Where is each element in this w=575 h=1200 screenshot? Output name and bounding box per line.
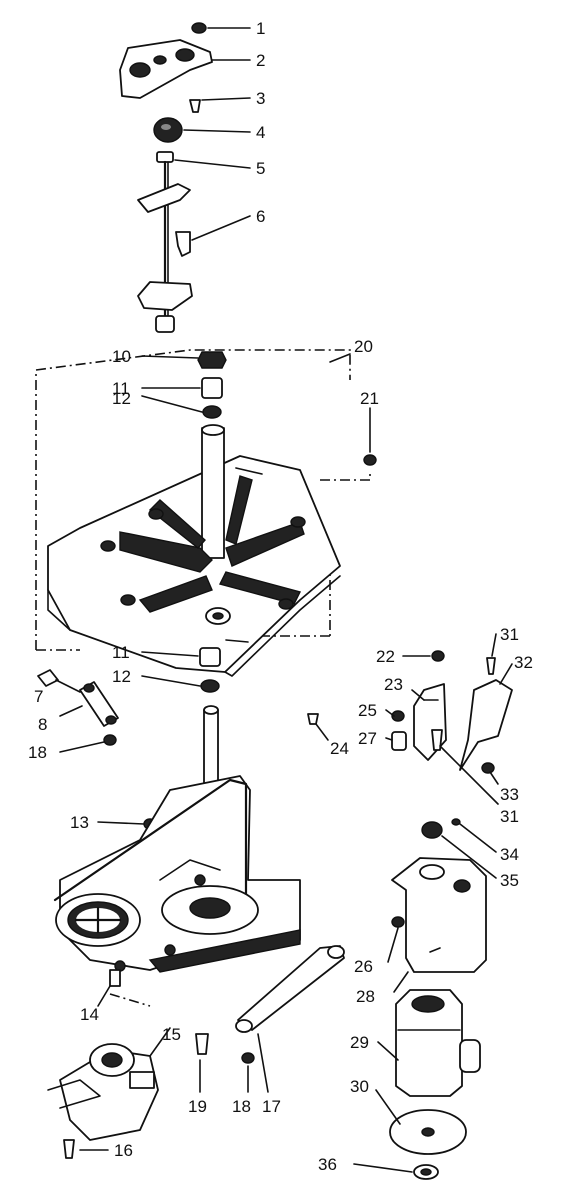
- callout-22: 22: [376, 647, 395, 666]
- callout-32: 32: [514, 653, 533, 672]
- part-16-screw: [63, 1139, 75, 1159]
- callout-23: 23: [384, 675, 403, 694]
- part-18b-nut: [241, 1052, 255, 1064]
- part-22-nut: [431, 650, 445, 662]
- part-19-screw: [195, 1033, 209, 1055]
- callout-28: 28: [356, 987, 375, 1006]
- part-32-bracket: [459, 679, 513, 771]
- callout-36: 36: [318, 1155, 337, 1174]
- callout-12a: 12: [112, 389, 131, 408]
- part-33-nut: [481, 762, 495, 774]
- callout-18a: 18: [28, 743, 47, 762]
- part-31b-screw: [431, 729, 443, 751]
- callout-30: 30: [350, 1077, 369, 1096]
- part-1-nut: [191, 22, 207, 34]
- part-18-nut: [103, 734, 117, 746]
- part-14-fitting: [109, 969, 121, 987]
- tub-base-plate: [47, 424, 341, 677]
- part-24-clip: [307, 713, 319, 725]
- callout-4: 4: [256, 123, 265, 142]
- callout-11b: 11: [112, 643, 130, 662]
- callout-12b: 12: [112, 667, 131, 686]
- callout-14: 14: [80, 1005, 99, 1024]
- callout-5: 5: [256, 159, 265, 178]
- part-30-plate: [389, 1109, 467, 1155]
- callout-18b: 18: [232, 1097, 251, 1116]
- part-34-screw: [451, 818, 461, 826]
- part-28-motor-cover: [391, 857, 487, 973]
- callout-7: 7: [34, 687, 43, 706]
- part-8-link: [79, 681, 119, 727]
- part-6-clip: [175, 231, 191, 257]
- callout-31b: 31: [500, 807, 519, 826]
- part-36-washer: [413, 1164, 439, 1180]
- callout-6: 6: [256, 207, 265, 226]
- callout-31a: 31: [500, 625, 519, 644]
- leader-lines: [59, 27, 513, 1173]
- callout-35: 35: [500, 871, 519, 890]
- callout-19: 19: [188, 1097, 207, 1116]
- callout-labels: 1 2 3 4 5 6 10 11 12 20 21 11 12 7 8 18 …: [28, 19, 533, 1174]
- part-3-screw: [189, 99, 201, 113]
- callout-17: 17: [262, 1097, 281, 1116]
- part-15-pump: [47, 993, 159, 1141]
- callout-8: 8: [38, 715, 47, 734]
- part-29-motor: [395, 989, 481, 1097]
- callout-34: 34: [500, 845, 519, 864]
- callout-10: 10: [112, 347, 131, 366]
- part-26-washer: [391, 916, 405, 928]
- callout-26: 26: [354, 957, 373, 976]
- callout-11a: 11: [112, 379, 130, 398]
- part-2-bracket: [119, 39, 213, 99]
- part-17-arm: [235, 945, 345, 1033]
- callout-3: 3: [256, 89, 265, 108]
- callout-2: 2: [256, 51, 265, 70]
- part-11-bushing: [201, 377, 223, 399]
- callout-29: 29: [350, 1033, 369, 1052]
- part-35-coupling: [421, 821, 443, 839]
- part-21-washer: [363, 454, 377, 466]
- transmission-housing: [53, 775, 301, 973]
- part-12b-washer: [200, 679, 220, 693]
- callout-21: 21: [360, 389, 379, 408]
- part-31-screw: [486, 657, 496, 675]
- callout-33: 33: [500, 785, 519, 804]
- part-27-bushing: [391, 731, 407, 751]
- callout-27: 27: [358, 729, 377, 748]
- part-7-screw: [37, 669, 81, 693]
- part-12-washer: [202, 405, 222, 419]
- part-25-washer: [391, 710, 405, 722]
- callout-13: 13: [70, 813, 89, 832]
- part-4-cap: [153, 117, 183, 143]
- callout-15: 15: [162, 1025, 181, 1044]
- callout-24: 24: [330, 739, 349, 758]
- callout-25: 25: [358, 701, 377, 720]
- part-5-shaft-assembly: [137, 151, 193, 333]
- callout-20: 20: [354, 337, 373, 356]
- part-10-nut: [197, 351, 227, 369]
- callout-16: 16: [114, 1141, 133, 1160]
- part-11b-bushing: [199, 647, 221, 667]
- callout-1: 1: [256, 19, 265, 38]
